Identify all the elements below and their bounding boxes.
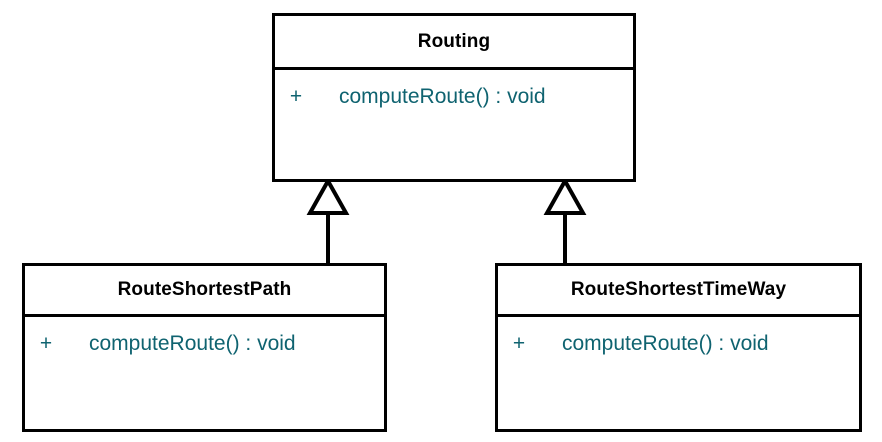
uml-class-route-shortest-path-member-row[interactable]: + computeRoute() : void: [25, 330, 384, 358]
uml-class-routing-member-signature: computeRoute() : void: [339, 85, 546, 108]
uml-class-routing-member-row[interactable]: + computeRoute() : void: [275, 83, 633, 111]
uml-class-route-shortest-time-way-member-row[interactable]: + computeRoute() : void: [498, 330, 859, 358]
uml-class-route-shortest-path[interactable]: RouteShortestPath + computeRoute() : voi…: [22, 263, 387, 432]
uml-class-route-shortest-path-member-visibility: +: [39, 332, 53, 355]
uml-class-route-shortest-time-way-member-signature: computeRoute() : void: [562, 332, 769, 355]
uml-class-routing-name: Routing: [417, 30, 491, 52]
uml-class-route-shortest-path-name-compartment: RouteShortestPath: [25, 266, 384, 317]
uml-class-route-shortest-time-way-members-compartment: + computeRoute() : void: [498, 317, 859, 429]
uml-class-routing-members-compartment: + computeRoute() : void: [275, 70, 633, 179]
uml-class-route-shortest-time-way-member-visibility: +: [512, 332, 526, 355]
generalization-left-hollow-triangle-arrowhead: [306, 176, 350, 215]
uml-class-route-shortest-time-way-name: RouteShortestTimeWay: [570, 279, 787, 300]
uml-class-routing-member-visibility: +: [289, 85, 303, 108]
uml-class-routing-name-compartment: Routing: [275, 16, 633, 70]
uml-class-route-shortest-path-name: RouteShortestPath: [117, 279, 292, 300]
uml-class-route-shortest-path-members-compartment: + computeRoute() : void: [25, 317, 384, 429]
uml-class-routing[interactable]: Routing + computeRoute() : void: [272, 13, 636, 182]
generalization-right-hollow-triangle-arrowhead: [543, 176, 587, 215]
generalization-left[interactable]: [306, 176, 350, 264]
uml-class-route-shortest-time-way[interactable]: RouteShortestTimeWay + computeRoute() : …: [495, 263, 862, 432]
uml-class-route-shortest-path-member-signature: computeRoute() : void: [89, 332, 296, 355]
generalization-right[interactable]: [543, 176, 587, 264]
uml-class-route-shortest-time-way-name-compartment: RouteShortestTimeWay: [498, 266, 859, 317]
